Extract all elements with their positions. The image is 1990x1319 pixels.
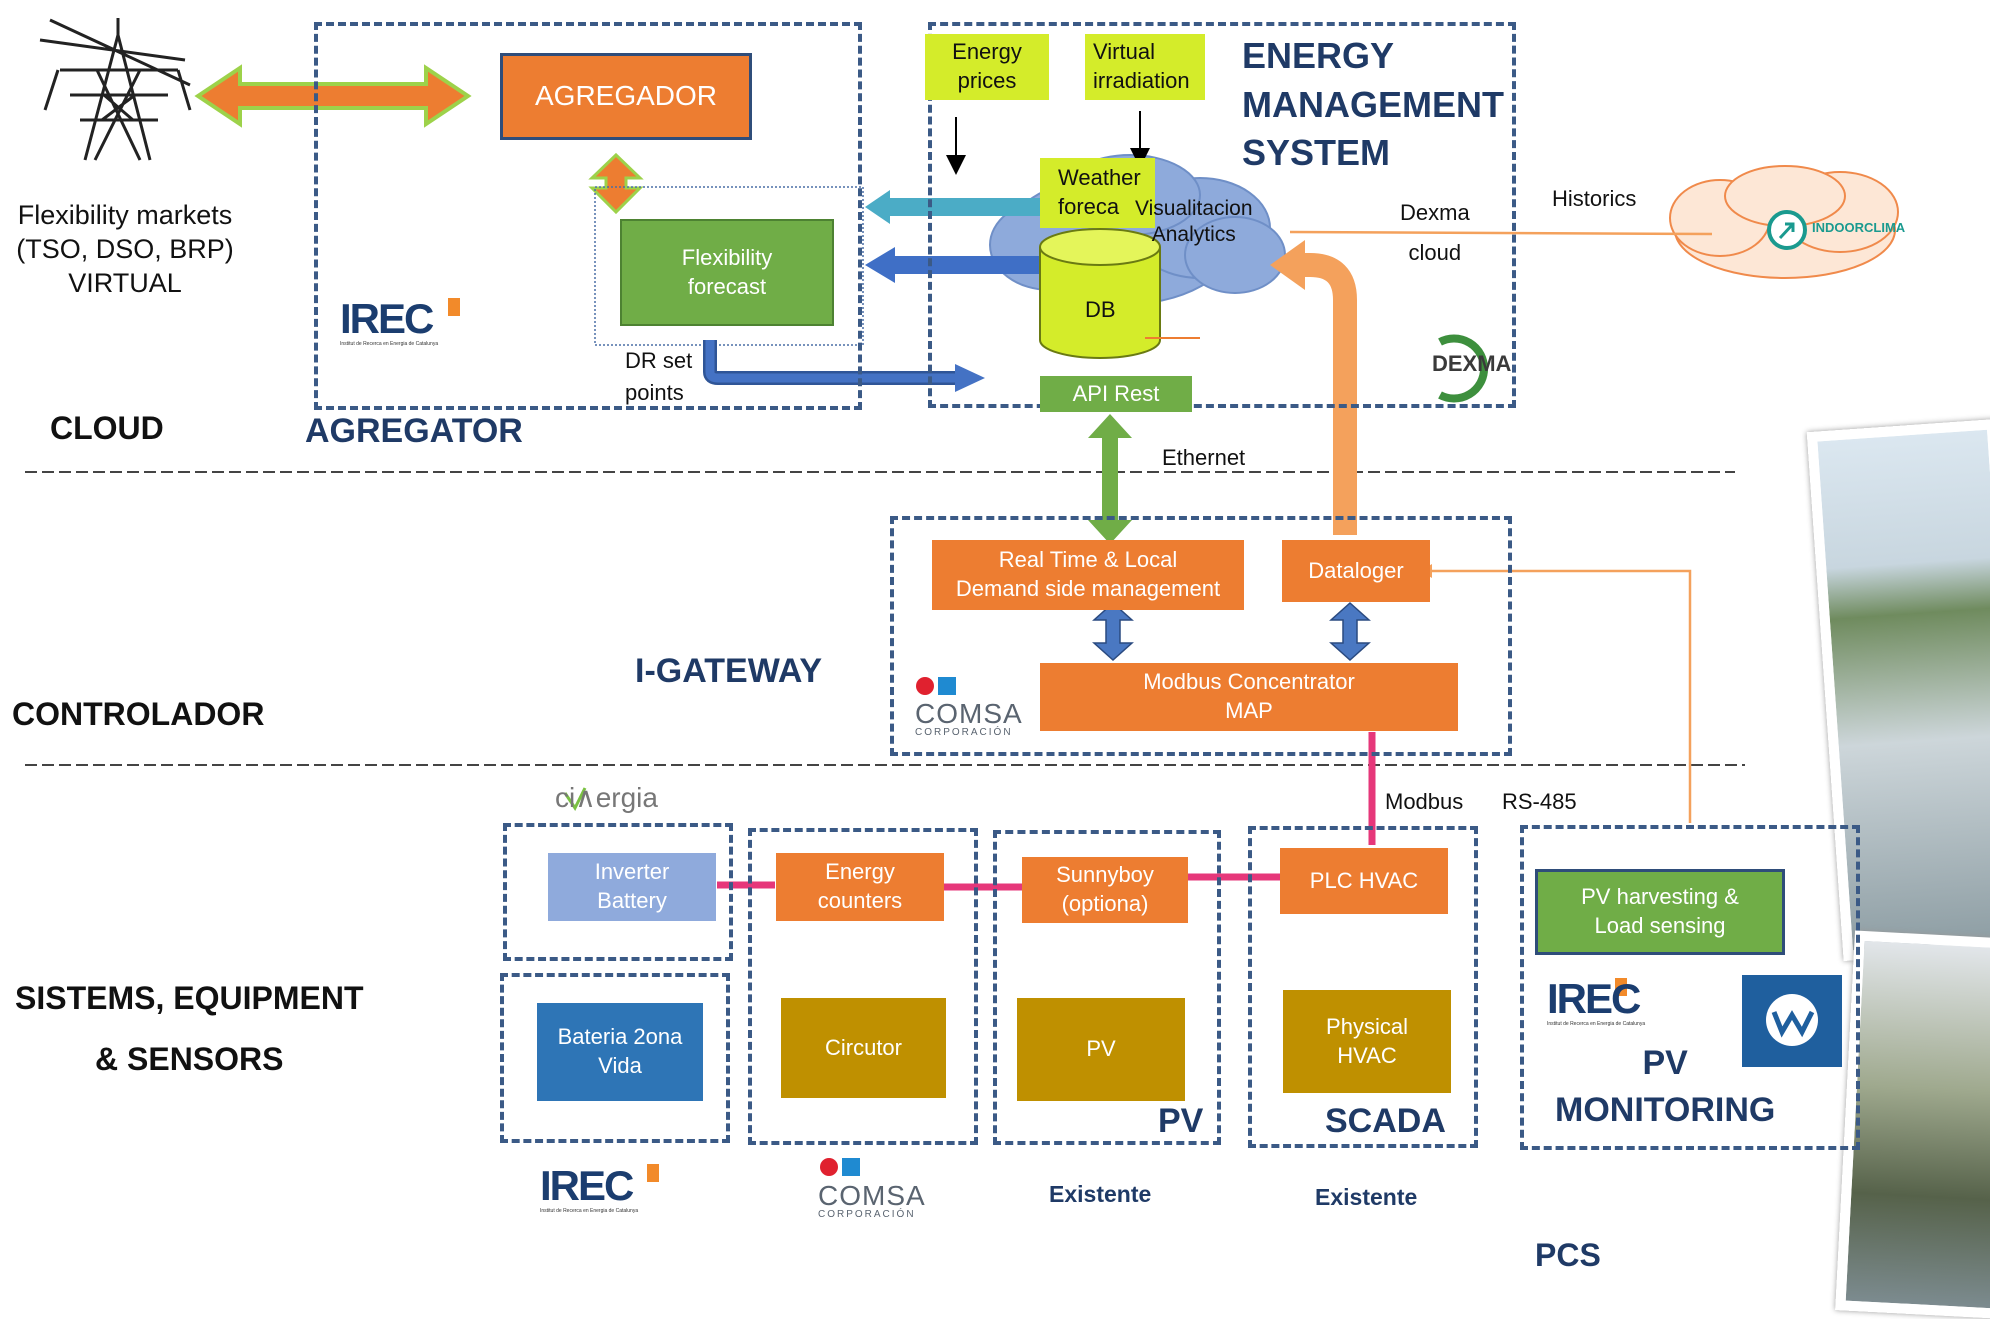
db-label: DB	[1085, 297, 1116, 322]
ems-frame	[928, 22, 1516, 408]
ethernet-label: Ethernet	[1162, 445, 1246, 470]
market-agregador-arrow	[194, 64, 472, 128]
forecast-arrow-lightblue	[865, 190, 1045, 224]
api-gateway-arrow	[1088, 414, 1132, 544]
pcs-label: PCS	[1535, 1237, 1601, 1273]
pv-frame-label: PV	[1158, 1102, 1204, 1140]
power-pylon-icon	[39, 18, 192, 161]
layer-sistems: SISTEMS, EQUIPMENT& SENSORS	[15, 980, 364, 1077]
layer-cloud: CLOUD	[50, 410, 164, 446]
layer-controlador: CONTROLADOR	[12, 696, 265, 732]
markets-label: Flexibility markets(TSO, DSO, BRP)VIRTUA…	[16, 200, 234, 298]
pv-monitoring-dataloger-line	[1432, 569, 1692, 823]
dataloger-concentrator-arrow	[1329, 601, 1371, 662]
modbus-label: Modbus	[1385, 789, 1464, 814]
aggregator-title: AGREGATOR	[305, 412, 523, 450]
forecast-arrow-blue	[865, 247, 1045, 283]
gateway-frame	[890, 516, 1512, 756]
rs485-label: RS-485	[1502, 789, 1577, 814]
civergia-logo: ci∧ergia	[555, 782, 658, 813]
historics-line	[1289, 230, 1713, 236]
diagram: Flexibility markets(TSO, DSO, BRP)VIRTUA…	[12, 18, 1990, 1319]
scada-label: SCADA	[1325, 1102, 1446, 1140]
sunnyboy-box[interactable]: Sunnyboy(optiona)	[1022, 857, 1188, 923]
db-cylinder	[1039, 228, 1161, 359]
circutor-box[interactable]: Circutor	[781, 998, 946, 1098]
pv-harvesting-box[interactable]: PV harvesting &Load sensing	[1535, 869, 1785, 955]
gateway-title: I-GATEWAY	[635, 652, 823, 690]
realtime-concentrator-arrow	[1092, 601, 1134, 662]
dataloger-ems-arrow	[1305, 253, 1357, 535]
pv-frame	[993, 830, 1221, 1145]
dexma-logo: DEXMA	[1432, 351, 1512, 376]
existente-pv-label: Existente	[1049, 1181, 1152, 1207]
modbus-bus	[717, 732, 1376, 891]
plc-hvac-box[interactable]: PLC HVAC	[1280, 848, 1448, 914]
api-rest-box[interactable]: API Rest	[1040, 376, 1192, 412]
dexma-logo-ring	[1438, 334, 1489, 403]
dataloger-box[interactable]: Dataloger	[1282, 540, 1430, 602]
existente-scada-label: Existente	[1315, 1184, 1418, 1210]
scada-frame	[1248, 826, 1478, 1148]
agregador-box[interactable]: AGREGADOR	[500, 53, 752, 140]
inverter-frame	[503, 823, 733, 961]
aggregator-frame	[314, 22, 862, 410]
flex-dotted-frame	[594, 186, 864, 346]
bateria-frame	[500, 973, 730, 1143]
historics-label: Historics	[1552, 186, 1637, 211]
pv-box[interactable]: PV	[1017, 998, 1185, 1101]
counters-frame	[748, 828, 978, 1145]
indoorclima-logo: INDOORCLIMA	[1812, 220, 1906, 235]
agregador-flex-arrow	[588, 152, 644, 215]
pv-monitoring-frame	[1520, 825, 1860, 1150]
